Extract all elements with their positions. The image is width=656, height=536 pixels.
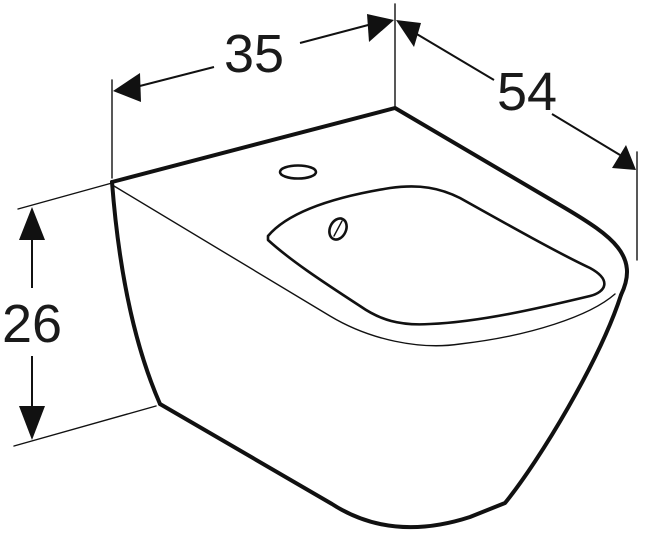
bidet-bottom-outline <box>158 293 623 530</box>
overflow-hole-inner <box>333 220 343 237</box>
overflow-hole <box>328 217 348 241</box>
width-dimension: 35 <box>111 3 396 179</box>
height-arrow-bottom-icon <box>19 406 45 440</box>
width-dim-line-left <box>131 66 215 89</box>
height-extension-bottom <box>13 405 157 447</box>
width-arrow-left-icon <box>113 73 141 102</box>
bidet-top-outline <box>110 106 629 297</box>
depth-label: 54 <box>497 62 557 122</box>
depth-arrow-left-icon <box>396 20 421 47</box>
width-arrow-right-icon <box>367 14 394 42</box>
height-dimension: 26 <box>2 182 157 447</box>
bidet-left-edge <box>110 180 162 406</box>
bidet-body <box>110 106 629 530</box>
depth-dimension: 54 <box>396 20 638 261</box>
width-dim-line-right <box>299 23 373 44</box>
height-extension-top <box>17 182 113 210</box>
depth-dim-line-left <box>409 29 495 81</box>
depth-arrow-right-icon <box>612 145 636 170</box>
depth-dim-line-right <box>551 113 621 156</box>
tap-hole <box>278 164 318 180</box>
width-label: 35 <box>224 24 284 84</box>
bowl-opening <box>266 185 606 326</box>
bidet-rim-edge <box>113 185 616 347</box>
height-arrow-top-icon <box>19 207 45 240</box>
height-label: 26 <box>2 294 62 354</box>
